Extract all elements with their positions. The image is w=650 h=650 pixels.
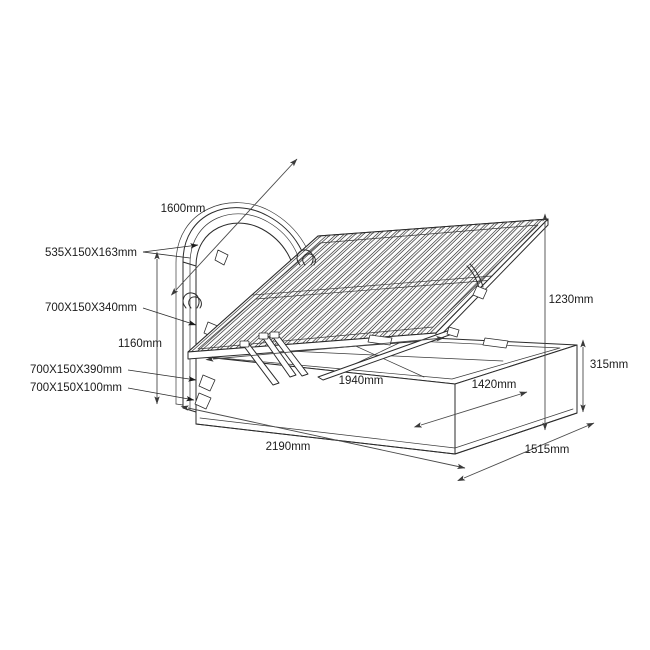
dimension-label-1420: 1420mm [472, 379, 517, 391]
dimension-lifted-height: 1230mm [542, 213, 594, 431]
part-callout-label-700-100: 700X150X100mm [30, 382, 122, 394]
part-callout-label-700-340: 700X150X340mm [45, 302, 137, 314]
part-callout-label-700-390: 700X150X390mm [30, 364, 122, 376]
dimension-base-height: 315mm [580, 339, 628, 413]
dimension-label-1230: 1230mm [549, 294, 594, 306]
dimension-label-1515: 1515mm [525, 444, 570, 456]
part-callout-700-340: 700X150X340mm [45, 302, 197, 326]
part-callout-700-100: 700X150X100mm [30, 382, 195, 402]
part-callout-700-390: 700X150X390mm [30, 364, 197, 382]
part-callout-label-535: 535X150X163mm [45, 247, 137, 259]
dimension-label-1940: 1940mm [339, 375, 384, 387]
dimension-label-315: 315mm [590, 359, 628, 371]
dimension-mattress-length: 1940mm [205, 335, 445, 387]
dimension-headboard-diagonal: 1600mm [161, 158, 298, 296]
dimension-overall-length: 2190mm [180, 405, 466, 470]
dimension-headboard-height: 1160mm [118, 251, 162, 405]
slatted-bed-base [182, 218, 549, 360]
dimension-overall-width: 1515mm [457, 422, 595, 481]
dimension-label-1160: 1160mm [118, 338, 162, 350]
dimension-label-2190: 2190mm [266, 441, 311, 453]
part-callout-535: 535X150X163mm [45, 243, 199, 259]
dimension-label-1600: 1600mm [161, 203, 206, 215]
